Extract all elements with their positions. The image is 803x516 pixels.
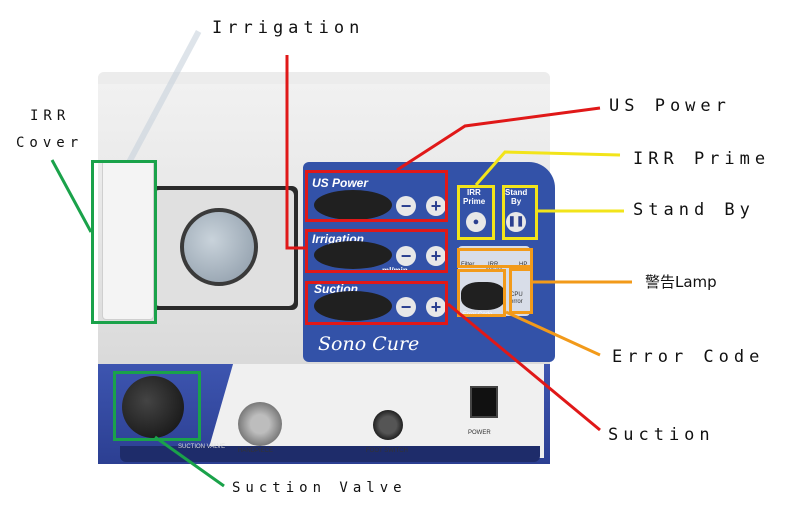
pause-icon: ❚❚: [507, 216, 525, 227]
suction-display: [314, 291, 392, 321]
suction-minus-button[interactable]: −: [396, 297, 416, 317]
us-power-callout: US Power: [609, 96, 731, 116]
error-code-highlight: [457, 269, 506, 317]
error-code-leader: [505, 310, 601, 357]
stand-by-label-2: By: [511, 197, 522, 206]
irr-prime-button[interactable]: ●: [466, 212, 486, 232]
error-code-callout: Error Code: [612, 347, 765, 367]
stand-by-highlight: [502, 185, 538, 240]
suction-callout: Suction: [608, 425, 715, 445]
error-code-display: [461, 282, 505, 310]
irrigation-display: [314, 241, 392, 269]
irr-cover[interactable]: [102, 160, 154, 320]
stand-by-label-1: Stand: [505, 188, 528, 197]
irr-cover-callout-line1: IRR: [30, 108, 71, 124]
irrigation-minus-button[interactable]: −: [396, 246, 416, 266]
irr-prime-label-2: Prime: [463, 197, 486, 206]
suction-valve-leader: [154, 435, 225, 488]
irr-prime-highlight: [457, 185, 495, 240]
foot-switch-label: FOOT SWITCH: [366, 448, 408, 454]
lamp-error-label: error: [510, 299, 523, 305]
power-switch[interactable]: [470, 386, 498, 418]
us-power-plus-button[interactable]: +: [426, 196, 446, 216]
suction-valve-knob[interactable]: [122, 376, 184, 438]
handpiece-label: HANDPIECE: [238, 448, 274, 454]
us-power-display: [314, 190, 392, 220]
sonocure-logo: Sono Cure: [318, 333, 420, 355]
handpiece-port[interactable]: [238, 402, 282, 446]
irr-prime-label-1: IRR: [467, 188, 481, 197]
stand-by-button[interactable]: ❚❚: [506, 212, 526, 232]
stand-by-callout: Stand By: [633, 200, 755, 220]
device-top-edge: [98, 72, 550, 84]
irrigation-callout: Irrigation: [212, 18, 365, 38]
us-power-highlight: [305, 170, 448, 222]
irr-prime-leader: [474, 150, 621, 186]
suction-plus-button[interactable]: +: [426, 297, 446, 317]
irr-cover-leader: [50, 159, 93, 233]
irr-cover-callout-line2: Cover: [16, 135, 84, 151]
warning-lamp-cpu-highlight: [509, 268, 533, 314]
us-power-label: US Power: [312, 176, 369, 190]
suction-leader: [447, 302, 601, 432]
pump-rotor: [180, 208, 258, 286]
lamp-cpu-label: CPU: [510, 292, 523, 298]
foot-switch-port[interactable]: [373, 410, 403, 440]
power-label: POWER: [468, 430, 491, 436]
warning-lamp-callout: 警告Lamp: [645, 273, 717, 291]
suction-valve-device-label: SUCTION VALVE: [178, 444, 226, 450]
irrigation-highlight: [305, 229, 448, 273]
us-power-minus-button[interactable]: −: [396, 196, 416, 216]
prime-icon: ●: [472, 216, 480, 228]
suction-highlight: [305, 281, 448, 325]
irrigation-leader: [285, 55, 305, 250]
suction-valve-callout: Suction Valve: [232, 480, 407, 496]
irr-prime-callout: IRR Prime: [633, 149, 771, 169]
irr-cover-highlight: [91, 160, 157, 324]
device-feet: [120, 446, 540, 462]
warning-lamp-highlight: [457, 248, 533, 268]
us-power-leader: [396, 106, 601, 172]
irrigation-plus-button[interactable]: +: [426, 246, 446, 266]
